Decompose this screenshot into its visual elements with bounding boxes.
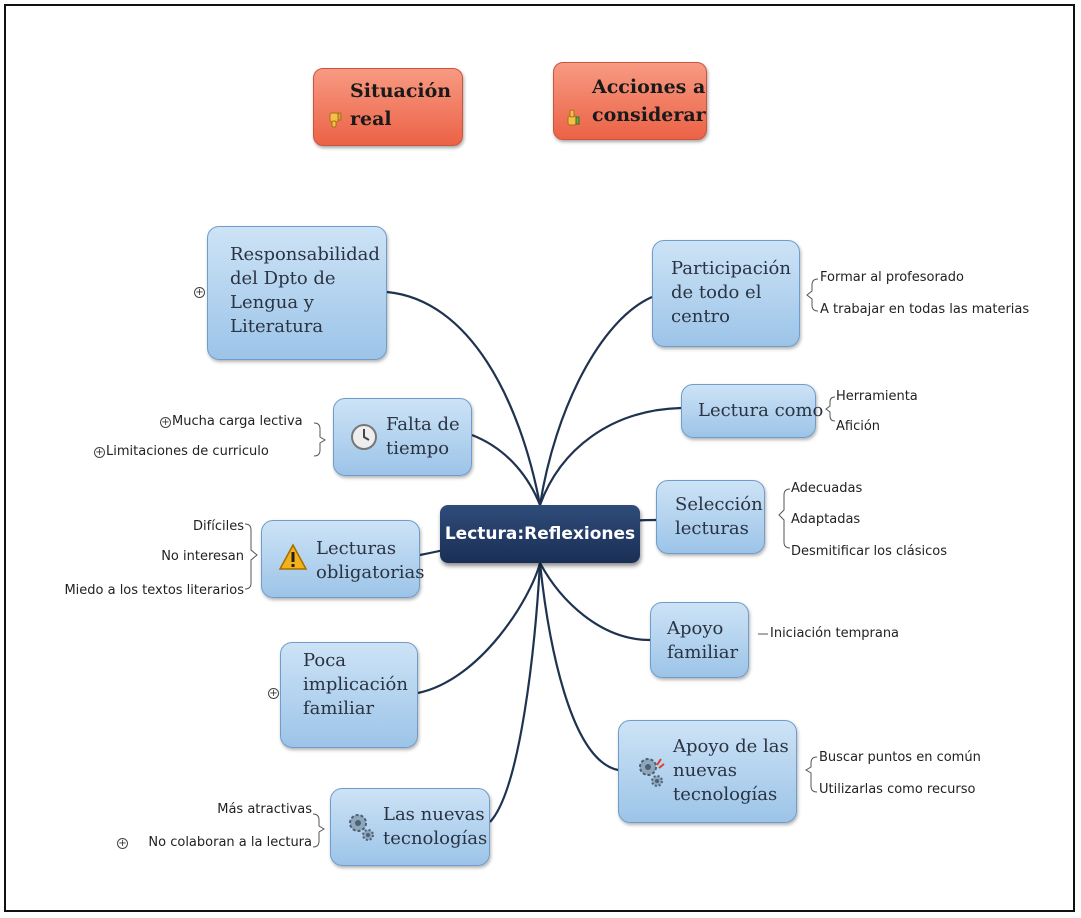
expand-mucha-carga-button[interactable]: + xyxy=(160,417,171,428)
legend-acciones[interactable]: Acciones a considerar xyxy=(553,62,707,140)
legend-situacion-line1: Situación xyxy=(350,80,452,102)
node-lecturas-line: Lecturas xyxy=(316,538,397,559)
leaf-miedo-textos: Miedo a los textos literarios xyxy=(64,583,244,598)
node-participacion-line: de todo el xyxy=(671,282,762,303)
clock-icon xyxy=(350,423,378,458)
leaf-trabajar-materias: A trabajar en todas las materias xyxy=(820,302,1030,317)
node-lectura-como-line: Lectura como xyxy=(698,400,824,421)
legend-situacion-line2: real xyxy=(350,108,392,130)
node-apoyo-fam-line: familiar xyxy=(667,642,739,663)
expand-poca-implicacion-button[interactable]: + xyxy=(268,688,279,699)
node-responsabilidad-line: Responsabilidad xyxy=(230,244,380,265)
legend-situacion-real[interactable]: Situación real xyxy=(313,68,463,146)
leaf-adaptadas: Adaptadas xyxy=(791,512,861,527)
gears-icon xyxy=(637,755,667,796)
legend-acciones-line2: considerar xyxy=(592,104,706,126)
node-seleccion-line: lecturas xyxy=(675,518,749,539)
node-poca-line: implicación xyxy=(303,674,408,695)
node-poca-line: Poca xyxy=(303,650,347,671)
leaf-no-colaboran: No colaboran a la lectura xyxy=(148,835,312,850)
expand-limitaciones-button[interactable]: + xyxy=(94,447,105,458)
node-nuevas-line: tecnologías xyxy=(383,828,488,849)
node-responsabilidad-line: Lengua y xyxy=(230,292,314,313)
node-seleccion-line: Selección xyxy=(675,494,763,515)
node-apoyo-nuevas-tecnologias[interactable]: Apoyo de las nuevas tecnologías xyxy=(618,720,797,823)
leaf-no-interesan: No interesan xyxy=(161,549,244,564)
node-poca-line: familiar xyxy=(303,698,375,719)
node-apoyo-tec-line: tecnologías xyxy=(673,784,778,805)
node-falta-de-tiempo[interactable]: Falta de tiempo xyxy=(333,398,472,476)
expand-responsabilidad-button[interactable]: + xyxy=(194,287,205,298)
leaf-adecuadas: Adecuadas xyxy=(791,481,863,496)
node-falta-line: tiempo xyxy=(386,438,450,459)
node-las-nuevas-tecnologias[interactable]: Las nuevas tecnologías xyxy=(330,788,490,866)
node-lecturas-obligatorias[interactable]: Lecturas obligatorias xyxy=(261,520,425,598)
node-apoyo-familiar[interactable]: Apoyo familiar xyxy=(650,602,749,678)
node-falta-line: Falta de xyxy=(386,414,460,435)
leaf-dificiles: Difíciles xyxy=(193,519,244,534)
expand-no-colaboran-button[interactable]: + xyxy=(117,838,128,849)
node-participacion-line: Participación xyxy=(671,258,791,279)
node-lectura-como[interactable]: Lectura como xyxy=(681,384,823,438)
node-responsabilidad-line: Literatura xyxy=(230,316,324,337)
leaf-limitaciones: Limitaciones de curriculo xyxy=(106,444,269,459)
thumbs-up-icon xyxy=(566,109,582,133)
gears-icon xyxy=(347,811,377,850)
node-participacion[interactable]: Participación de todo el centro xyxy=(652,240,800,347)
leaf-herramienta: Herramienta xyxy=(836,389,918,404)
leaf-iniciacion-temprana: Iniciación temprana xyxy=(770,626,900,641)
leaf-mucha-carga: Mucha carga lectiva xyxy=(172,414,303,429)
leaf-mas-atractivas: Más atractivas xyxy=(217,802,312,817)
node-responsabilidad-line: del Dpto de xyxy=(230,268,336,289)
warning-icon xyxy=(278,543,308,578)
node-responsabilidad[interactable]: Responsabilidad del Dpto de Lengua y Lit… xyxy=(207,226,387,360)
central-topic-label: Lectura:Reflexiones xyxy=(444,524,636,544)
legend-acciones-line1: Acciones a xyxy=(592,76,706,98)
leaf-buscar-puntos: Buscar puntos en común xyxy=(819,750,981,765)
node-apoyo-fam-line: Apoyo xyxy=(667,618,724,639)
node-lecturas-line: obligatorias xyxy=(316,562,425,583)
leaf-utilizarlas-recurso: Utilizarlas como recurso xyxy=(819,782,976,797)
node-poca-implicacion[interactable]: Poca implicación familiar xyxy=(280,642,418,748)
node-apoyo-tec-line: nuevas xyxy=(673,760,737,781)
node-apoyo-tec-line: Apoyo de las xyxy=(673,736,789,757)
node-nuevas-line: Las nuevas xyxy=(383,804,485,825)
thumbs-down-icon xyxy=(328,111,344,135)
leaf-desmitificar: Desmitificar los clásicos xyxy=(791,544,947,559)
leaf-formar-profesorado: Formar al profesorado xyxy=(820,270,964,285)
central-topic[interactable]: Lectura:Reflexiones xyxy=(440,505,640,563)
node-seleccion-lecturas[interactable]: Selección lecturas xyxy=(656,480,765,554)
leaf-aficion: Afición xyxy=(836,419,881,434)
node-participacion-line: centro xyxy=(671,306,731,327)
